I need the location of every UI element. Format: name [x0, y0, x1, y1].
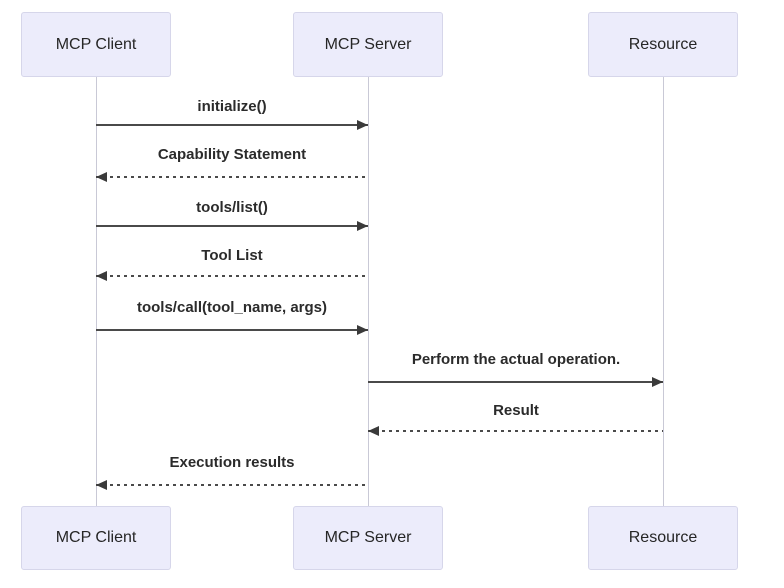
message-arrow-execution-results [96, 484, 368, 486]
arrowhead-left-icon [96, 271, 107, 281]
message-arrow-perform-operation [368, 381, 663, 383]
arrowhead-left-icon [96, 480, 107, 490]
message-arrow-tools-call [96, 329, 368, 331]
message-label-initialize: initialize() [197, 98, 267, 115]
actor-box-resource-top: Resource [588, 12, 738, 77]
actor-box-mcp-client-bottom: MCP Client [21, 506, 171, 570]
message-label-execution-results: Execution results [169, 454, 295, 471]
lifeline-resource [663, 77, 664, 506]
lifeline-mcp-server [368, 77, 369, 506]
arrowhead-left-icon [96, 172, 107, 182]
message-arrow-tool-list [96, 275, 368, 277]
message-arrow-result [368, 430, 663, 432]
message-label-capability-statement: Capability Statement [157, 146, 307, 163]
message-arrow-capability-statement [96, 176, 368, 178]
message-label-result: Result [493, 402, 539, 419]
actor-label-resource-top: Resource [628, 35, 698, 53]
arrowhead-right-icon [357, 120, 368, 130]
actor-label-mcp-server-top: MCP Server [324, 35, 412, 53]
actor-box-mcp-server-top: MCP Server [293, 12, 443, 77]
arrowhead-right-icon [357, 325, 368, 335]
actor-label-mcp-server-bottom: MCP Server [324, 529, 412, 546]
message-label-perform-operation: Perform the actual operation. [411, 351, 621, 368]
arrowhead-right-icon [357, 221, 368, 231]
actor-box-resource-bottom: Resource [588, 506, 738, 570]
actor-label-mcp-client-top: MCP Client [55, 35, 137, 53]
actor-label-mcp-client-bottom: MCP Client [55, 529, 137, 546]
message-arrow-initialize [96, 124, 368, 126]
message-arrow-tools-list [96, 225, 368, 227]
message-label-tools-call: tools/call(tool_name, args) [136, 299, 328, 316]
message-label-tools-list: tools/list() [196, 199, 268, 216]
actor-box-mcp-client-top: MCP Client [21, 12, 171, 77]
lifeline-mcp-client [96, 77, 97, 506]
arrowhead-left-icon [368, 426, 379, 436]
actor-label-resource-bottom: Resource [628, 529, 698, 546]
message-label-tool-list: Tool List [201, 247, 263, 264]
actor-box-mcp-server-bottom: MCP Server [293, 506, 443, 570]
arrowhead-right-icon [652, 377, 663, 387]
